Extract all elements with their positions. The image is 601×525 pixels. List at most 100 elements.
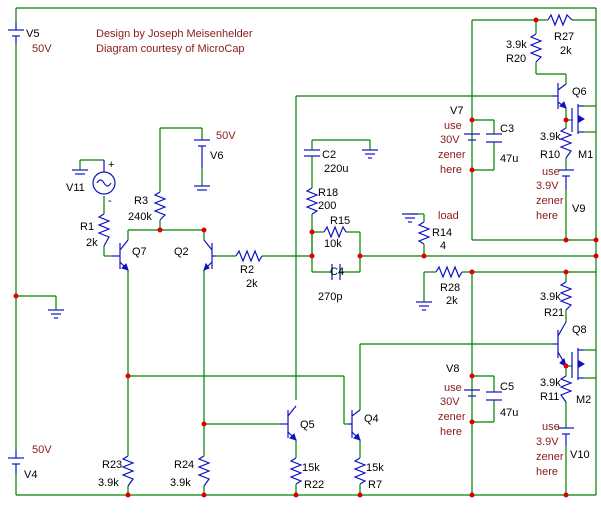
r2-name: R2 <box>240 264 254 276</box>
credit-line-1: Design by Joseph Meisenhelder <box>96 28 253 40</box>
v10-source <box>558 427 574 446</box>
v10-note-2: 3.9V <box>536 436 559 448</box>
v9-note-3: zener <box>536 195 564 207</box>
r2-resistor <box>235 249 263 263</box>
r28-value: 2k <box>446 295 458 307</box>
v11-name: V11 <box>66 182 85 194</box>
v4-name: V4 <box>24 469 37 481</box>
r22-value: 15k <box>302 462 320 474</box>
m1-name: M1 <box>578 149 593 161</box>
v6-source <box>194 139 210 168</box>
r18-value: 200 <box>318 200 336 212</box>
r21-name: R21 <box>544 307 564 319</box>
ground-load <box>402 213 418 223</box>
v10-note-4: here <box>536 466 558 478</box>
q5-name: Q5 <box>300 419 315 431</box>
r11-name: R11 <box>540 391 559 403</box>
r21-value: 3.9k <box>540 291 561 303</box>
junction-dots <box>13 17 599 498</box>
q6-transistor <box>552 83 567 109</box>
c2-capacitor <box>304 149 320 157</box>
q8-name: Q8 <box>572 324 587 336</box>
r28-name: R28 <box>440 282 460 294</box>
r22-resistor <box>289 457 303 485</box>
q4-name: Q4 <box>364 413 379 425</box>
q5-transistor <box>280 405 297 441</box>
r14-name: R14 <box>432 227 452 239</box>
v5-value: 50V <box>32 43 52 55</box>
q6-name: Q6 <box>572 86 587 98</box>
v11-minus: - <box>108 195 112 207</box>
r21-resistor <box>559 281 573 311</box>
q2-transistor <box>203 239 216 271</box>
ground-v6 <box>194 185 210 191</box>
c4-name: C4 <box>330 266 344 278</box>
c4-capacitor <box>331 264 341 280</box>
r20-resistor <box>529 33 543 63</box>
v4-value: 50V <box>32 444 52 456</box>
credit-line-2: Diagram courtesy of MicroCap <box>96 43 245 55</box>
c5-name: C5 <box>500 381 514 393</box>
r18-name: R18 <box>318 187 338 199</box>
ground-c2 <box>362 149 378 159</box>
v7-note-2: 30V <box>440 134 460 146</box>
r3-name: R3 <box>134 195 148 207</box>
r15-resistor <box>323 225 347 239</box>
c3-capacitor <box>486 133 502 143</box>
c2-value: 220u <box>324 163 348 175</box>
v7-source <box>464 133 480 141</box>
wires <box>15 7 597 496</box>
r10-value: 3.9k <box>540 131 561 143</box>
v10-note-3: zener <box>536 451 564 463</box>
r1-value: 2k <box>86 237 98 249</box>
v8-note-4: here <box>440 426 462 438</box>
r14-resistor <box>417 221 431 245</box>
r7-value: 15k <box>366 462 384 474</box>
c2-name: C2 <box>322 149 336 161</box>
r11-value: 3.9k <box>540 377 561 389</box>
r7-name: R7 <box>368 479 382 491</box>
v9-source <box>558 169 574 190</box>
r22-name: R22 <box>304 479 324 491</box>
v5-source <box>8 22 24 45</box>
r3-value: 240k <box>128 211 152 223</box>
r11-resistor <box>559 375 573 403</box>
v9-note-1: use <box>542 166 560 178</box>
r23-value: 3.9k <box>98 477 119 489</box>
r27-name: R27 <box>554 31 574 43</box>
r2-value: 2k <box>246 278 258 290</box>
r20-name: R20 <box>506 53 526 65</box>
v8-source <box>464 389 480 397</box>
r1-name: R1 <box>80 221 94 233</box>
m2-name: M2 <box>576 394 591 406</box>
ground-r28 <box>416 301 432 311</box>
m2-mosfet <box>571 348 585 380</box>
v7-note-4: here <box>440 164 462 176</box>
v10-name: V10 <box>570 449 590 461</box>
c4-value: 270p <box>318 291 342 303</box>
c5-value: 47u <box>500 407 518 419</box>
v7-note-1: use <box>444 120 462 132</box>
ground-left <box>48 309 64 319</box>
v6-value: 50V <box>216 130 236 142</box>
r10-name: R10 <box>540 149 560 161</box>
r1-resistor <box>97 213 111 247</box>
m1-mosfet <box>571 104 585 134</box>
c5-capacitor <box>486 391 502 401</box>
r15-name: R15 <box>330 215 350 227</box>
r20-value: 3.9k <box>506 39 527 51</box>
v8-note-3: zener <box>438 411 466 423</box>
q7-transistor <box>112 239 129 271</box>
c3-name: C3 <box>500 123 514 135</box>
c3-value: 47u <box>500 153 518 165</box>
v11-plus: + <box>108 159 114 171</box>
v9-name: V9 <box>572 203 585 215</box>
v6-name: V6 <box>210 150 223 162</box>
v7-note-3: zener <box>438 149 466 161</box>
r18-resistor <box>305 187 319 215</box>
r14-note: load <box>438 210 459 222</box>
q7-name: Q7 <box>132 246 147 258</box>
v5-name: V5 <box>26 28 39 40</box>
v7-name: V7 <box>450 105 463 117</box>
